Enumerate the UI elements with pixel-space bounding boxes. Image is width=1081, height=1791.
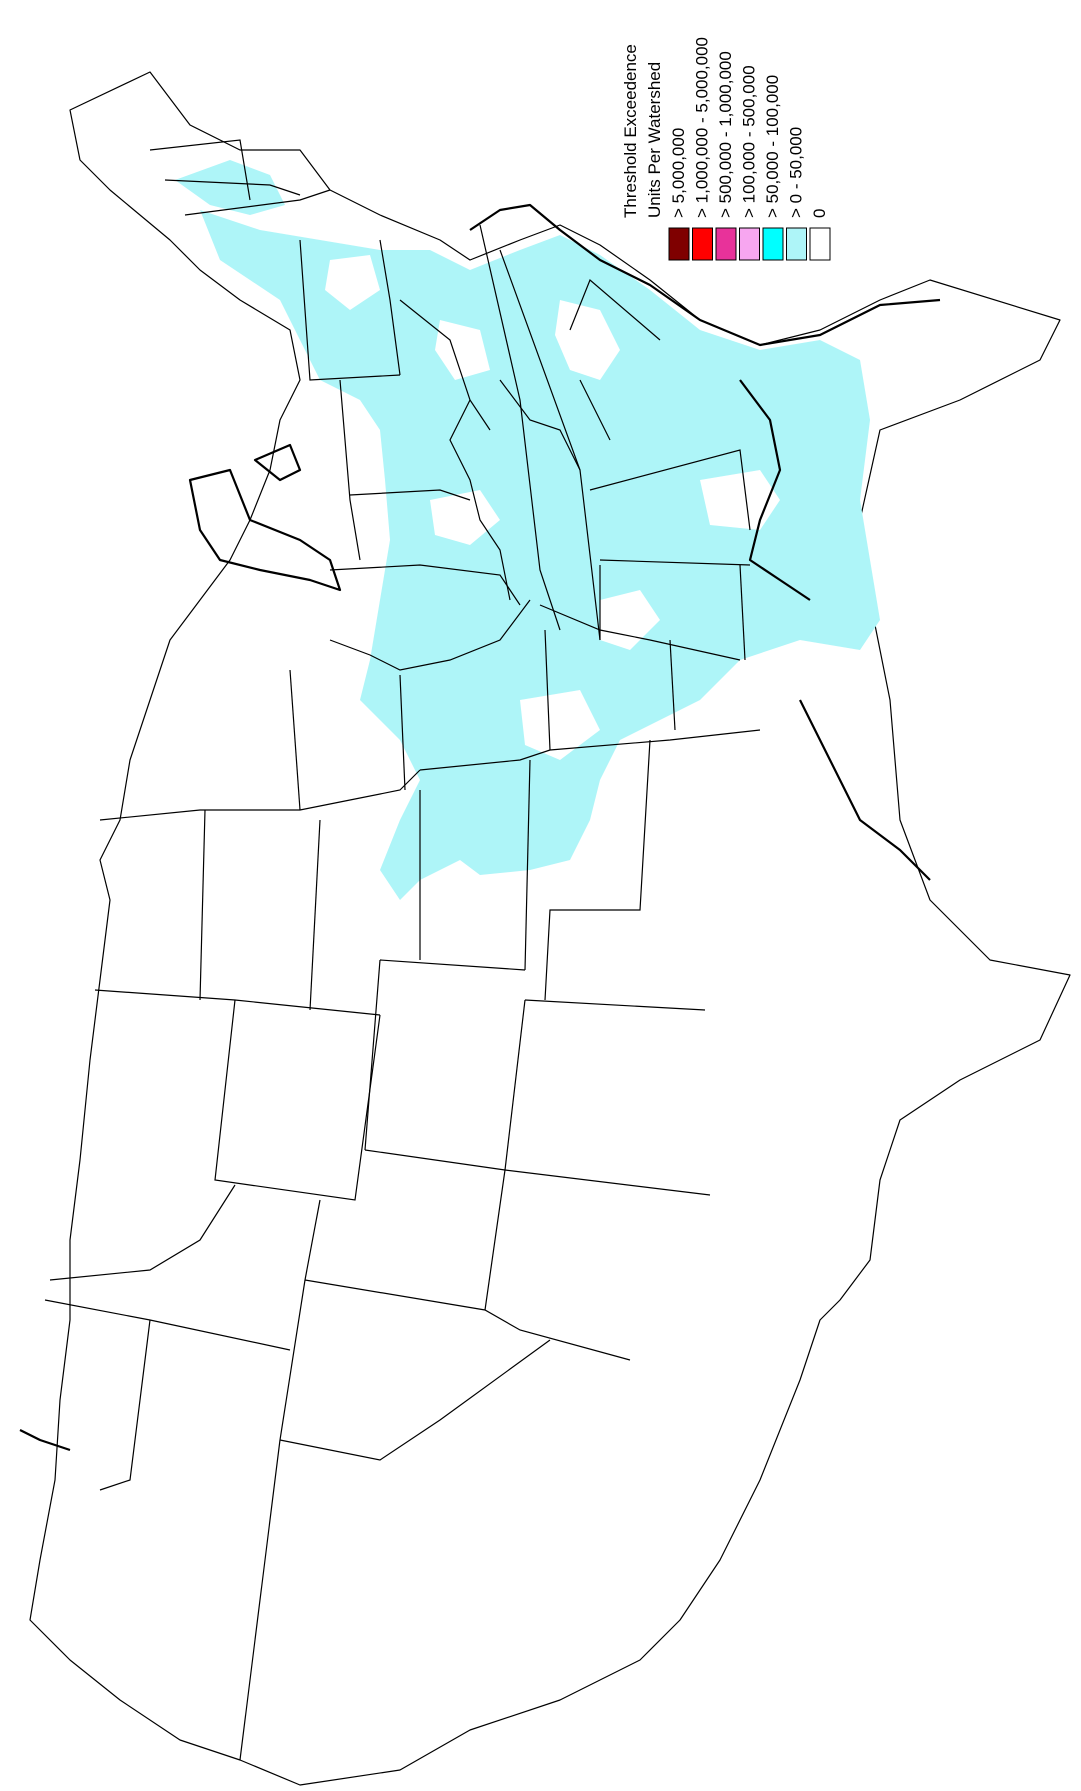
- legend-label: > 1,000,000 - 5,000,000: [693, 37, 712, 218]
- state-line: [579, 379, 611, 441]
- state-line: [149, 139, 251, 201]
- state-line: [479, 224, 561, 631]
- state-line: [279, 1339, 551, 1461]
- watershed-gap-3: [430, 490, 500, 545]
- legend-items: > 5,000,000 > 1,000,000 - 5,000,000> 500,…: [668, 37, 831, 261]
- state-line: [544, 739, 651, 1001]
- state-line: [449, 399, 511, 601]
- state-line: [184, 189, 331, 216]
- state-line: [599, 559, 751, 566]
- state-line: [504, 999, 526, 1171]
- watershed-zone-north: [200, 210, 880, 900]
- state-line: [524, 759, 531, 971]
- state-line: [569, 278, 661, 341]
- legend-swatch: [809, 227, 831, 261]
- state-line: [299, 239, 401, 381]
- legend-label: > 50,000 - 100,000: [763, 75, 782, 218]
- state-line: [539, 604, 741, 661]
- state-line: [399, 299, 491, 431]
- state-line: [524, 999, 706, 1011]
- legend-title-line2: Units Per Watershed: [645, 62, 664, 218]
- state-line: [49, 1184, 236, 1281]
- state-line: [499, 379, 581, 471]
- legend-swatch: [715, 227, 737, 261]
- legend-swatch: [668, 227, 690, 261]
- state-line: [329, 599, 531, 671]
- state-line: [379, 239, 401, 376]
- state-line: [669, 639, 676, 731]
- north-coast: [469, 203, 941, 347]
- watershed-zone-northwest: [175, 160, 285, 215]
- legend-swatch: [762, 227, 784, 261]
- legend-label: > 100,000 - 500,000: [740, 65, 759, 218]
- state-line: [289, 669, 301, 811]
- state-line: [99, 769, 421, 821]
- state-line: [739, 564, 746, 661]
- legend-label: > 5,000,000: [669, 128, 688, 218]
- state-line: [214, 999, 381, 1201]
- watershed-gap-1: [555, 300, 620, 380]
- state-line: [99, 1319, 151, 1491]
- legend-label: > 500,000 - 1,000,000: [716, 51, 735, 218]
- watershed-gap-7: [435, 320, 490, 380]
- state-line: [379, 959, 526, 971]
- state-line: [589, 449, 751, 531]
- state-line: [419, 729, 761, 771]
- state-line: [309, 819, 321, 1011]
- state-line: [329, 564, 521, 606]
- state-line: [164, 179, 301, 196]
- watershed-gap-5: [520, 690, 600, 760]
- state-line: [239, 1439, 281, 1761]
- southwest-coast: [19, 1429, 71, 1452]
- state-line: [304, 1279, 631, 1361]
- state-line: [199, 809, 206, 1001]
- legend-title-line1: Threshold Exceedence: [621, 44, 640, 218]
- state-lines: [44, 139, 761, 1761]
- state-line: [339, 379, 361, 561]
- watershed-low-exceedence: [175, 160, 880, 900]
- watershed-gap-4: [600, 590, 660, 650]
- great-lake-shore: [188, 468, 342, 592]
- legend-label: > 0 - 50,000: [787, 127, 806, 218]
- state-line: [484, 1169, 506, 1311]
- state-line: [279, 1279, 306, 1441]
- legend-swatch: [786, 227, 807, 261]
- state-line: [364, 959, 381, 1151]
- state-line: [544, 629, 551, 751]
- legend-label: 0: [810, 209, 829, 218]
- east-bay-coast: [739, 379, 811, 601]
- legend: Threshold Exceedence Units Per Watershed…: [621, 37, 831, 261]
- lake-inlet: [253, 443, 302, 482]
- state-line: [304, 1199, 321, 1281]
- watershed-gap-6: [325, 255, 380, 310]
- gulf-coast: [799, 699, 931, 881]
- state-line: [399, 674, 406, 791]
- legend-swatch: [739, 227, 760, 261]
- legend-swatch: [692, 227, 713, 261]
- coastlines: [19, 203, 941, 1452]
- state-line: [349, 489, 471, 501]
- watershed-gap-2: [700, 470, 780, 530]
